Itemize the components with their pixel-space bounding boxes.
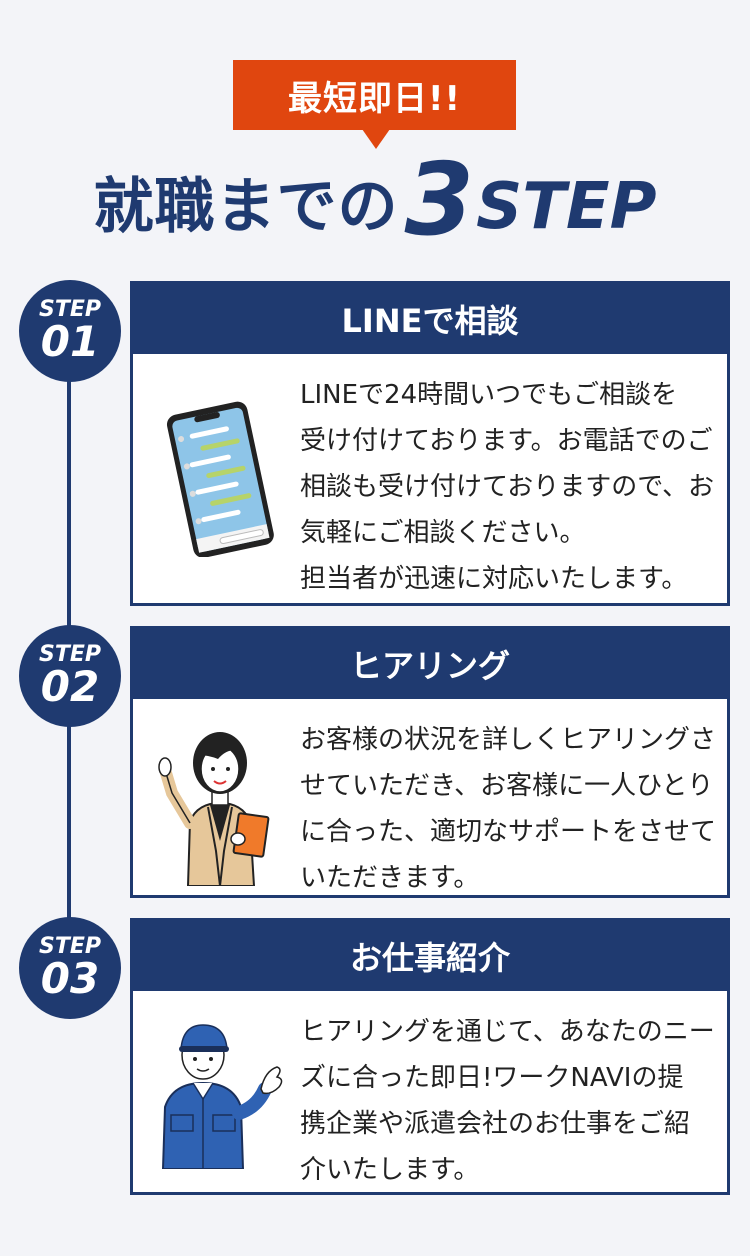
step-02-label: STEP — [38, 642, 101, 667]
page-title: 就職までの 3 STEP — [0, 150, 750, 250]
smartphone-line-icon — [166, 401, 274, 557]
step-02-description: お客様の状況を詳しくヒアリングさ せていただき、お客様に一人ひとり に合った、適… — [300, 725, 717, 893]
step-03-title: お仕事紹介 — [133, 921, 727, 991]
step-03-label: STEP — [38, 934, 101, 959]
promo-badge-tail — [362, 129, 390, 149]
step-01-label: STEP — [38, 297, 101, 322]
promo-badge: 最短即日!! — [233, 60, 516, 130]
step-02-card: ヒアリング お客様の状況を詳しくヒアリングさ せていただき、お客様に一人ひとり … — [130, 626, 730, 898]
step-01-title: LINEで相談 — [133, 284, 727, 354]
consultant-woman-icon — [158, 732, 270, 886]
step-03-description: ヒアリングを通じて、あなたのニー ズに合った即日!ワークNAVIの提 携企業や派… — [300, 1017, 715, 1185]
step-01-card: LINEで相談 LINEで24時間いつでもご相談を — [130, 281, 730, 606]
step-01-circle: STEP 01 — [19, 280, 121, 382]
step-03-number: 03 — [40, 954, 100, 1003]
page-title-text: 就職までの — [93, 172, 399, 242]
promo-badge-text: 最短即日!! — [287, 78, 461, 119]
step-02-circle: STEP 02 — [19, 625, 121, 727]
page-title-step: STEP — [476, 170, 657, 244]
step-02-number: 02 — [40, 662, 100, 711]
worker-man-icon — [161, 1024, 283, 1169]
step-03-circle: STEP 03 — [19, 917, 121, 1019]
step-01-number: 01 — [40, 317, 100, 366]
step-03-card: お仕事紹介 ヒアリングを通じて、あなたのニー ズに合った即日!ワークNAVIの提… — [130, 918, 730, 1195]
page-title-number: 3 — [404, 141, 475, 258]
step-02-title: ヒアリング — [133, 629, 727, 699]
step-01-description: LINEで24時間いつでもご相談を 受け付けております。お電話でのご 相談も受け… — [300, 380, 715, 594]
